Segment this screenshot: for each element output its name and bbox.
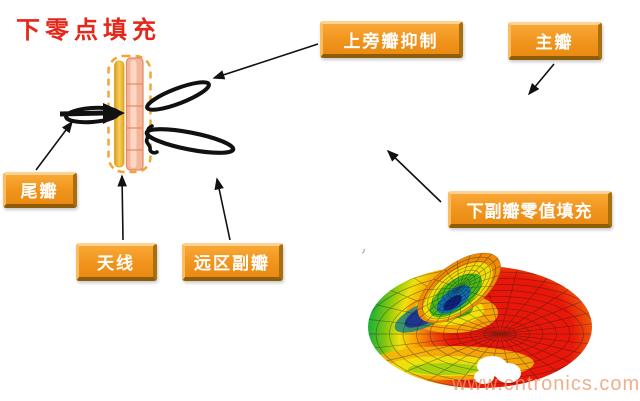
upper-sidelobe-shape [145, 80, 211, 112]
pattern-disc-mesh [414, 250, 504, 326]
null-squiggle [144, 124, 159, 155]
label-text: 尾瓣 [20, 182, 59, 201]
radiation-pattern-3d [361, 248, 592, 388]
arrow-antenna [117, 174, 127, 241]
label-box-upper-sidelobe-suppression: 上旁瓣抑制 [320, 21, 463, 58]
label-text: 天线 [97, 254, 135, 273]
watermark: www.cntronics.com [452, 373, 640, 395]
label-text: 远区副瓣 [194, 254, 270, 273]
pattern-bottom-fold [370, 346, 534, 380]
feed-arrow-thick [59, 103, 125, 124]
arrow-far-sidelobe [214, 177, 231, 241]
label-box-lower-sidelobe-null-fill: 下副瓣零值填充 [448, 191, 612, 228]
antenna-bar-highlight [130, 60, 137, 168]
tiny-speck-artifact [361, 248, 365, 254]
arrow-tail-lobe [35, 120, 73, 171]
label-box-antenna: 天线 [76, 243, 157, 281]
page-title: 下零点填充 [16, 17, 161, 44]
antenna-element [107, 54, 152, 174]
antenna-segment-dividers [127, 83, 143, 151]
label-box-far-sidelobe: 远区副瓣 [182, 243, 283, 281]
label-box-main-lobe: 主瓣 [508, 22, 602, 60]
label-text: 主瓣 [535, 33, 574, 52]
arrow-main-lobe [527, 63, 555, 96]
arrow-null-fill [386, 149, 442, 203]
callout-arrows [35, 43, 555, 241]
label-text: 下副瓣零值填充 [466, 201, 593, 221]
white-blob-artifact [474, 356, 521, 384]
arrow-upper-suppress [212, 43, 319, 80]
label-text: 上旁瓣抑制 [343, 31, 439, 51]
label-box-tail-lobe: 尾瓣 [3, 172, 77, 208]
pattern-top-disc [414, 250, 504, 326]
